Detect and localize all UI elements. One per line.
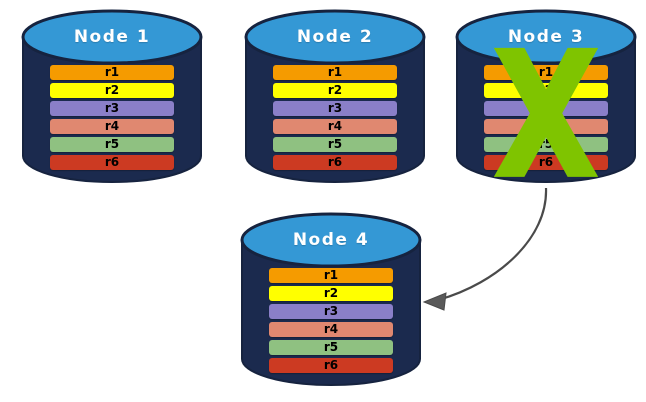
record-row-r2[interactable]: r2 xyxy=(50,83,174,98)
record-row-r1[interactable]: r1 xyxy=(273,65,397,80)
record-row-r4[interactable]: r4 xyxy=(50,119,174,134)
record-row-r2[interactable]: r2 xyxy=(269,286,393,301)
record-row-r1[interactable]: r1 xyxy=(50,65,174,80)
cylinder-top-ellipse xyxy=(244,9,426,65)
record-row-r6[interactable]: r6 xyxy=(484,155,608,170)
record-row-r6[interactable]: r6 xyxy=(50,155,174,170)
cylinder-top-ellipse xyxy=(455,9,637,65)
record-row-r3[interactable]: r3 xyxy=(50,101,174,116)
record-row-list: r1 r2 r3 r4 r5 r6 xyxy=(245,65,425,170)
record-row-list: r1 r2 r3 r4 r5 r6 xyxy=(456,65,636,170)
record-row-r5[interactable]: r5 xyxy=(50,137,174,152)
node3-to-node4-arrow-head xyxy=(422,292,447,311)
record-row-list: r1 r2 r3 r4 r5 r6 xyxy=(22,65,202,170)
cylinder-top-ellipse xyxy=(240,212,422,268)
record-row-r2[interactable]: r2 xyxy=(484,83,608,98)
record-row-r6[interactable]: r6 xyxy=(269,358,393,373)
record-row-r6[interactable]: r6 xyxy=(273,155,397,170)
cylinder-top-ellipse xyxy=(21,9,203,65)
record-row-r3[interactable]: r3 xyxy=(484,101,608,116)
record-row-list: r1 r2 r3 r4 r5 r6 xyxy=(241,268,421,373)
record-row-r5[interactable]: r5 xyxy=(484,137,608,152)
record-row-r3[interactable]: r3 xyxy=(269,304,393,319)
record-row-r5[interactable]: r5 xyxy=(273,137,397,152)
record-row-r2[interactable]: r2 xyxy=(273,83,397,98)
record-row-r3[interactable]: r3 xyxy=(273,101,397,116)
record-row-r4[interactable]: r4 xyxy=(273,119,397,134)
record-row-r1[interactable]: r1 xyxy=(269,268,393,283)
record-row-r4[interactable]: r4 xyxy=(484,119,608,134)
record-row-r5[interactable]: r5 xyxy=(269,340,393,355)
record-row-r4[interactable]: r4 xyxy=(269,322,393,337)
record-row-r1[interactable]: r1 xyxy=(484,65,608,80)
node3-to-node4-arrow-line xyxy=(437,187,548,302)
